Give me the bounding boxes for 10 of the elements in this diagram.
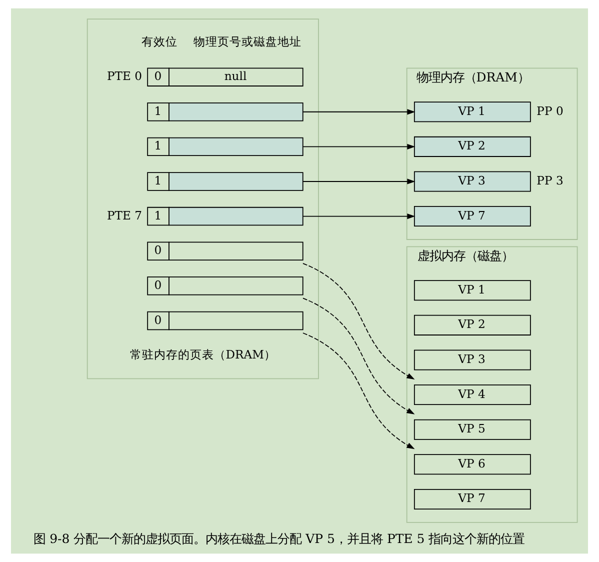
caption: 图 9-8 分配一个新的虚拟页面。内核在磁盘上分配 VP 5，并且将 PTE 5 指向这个新的位置 [34, 531, 525, 546]
node-text: 0 [154, 243, 162, 258]
node-text: 0 [154, 278, 162, 292]
node-text: 0 [154, 312, 162, 327]
node-label: PTE 0 [106, 69, 142, 84]
node-label: PP 0 [536, 104, 564, 118]
node-label: null [224, 69, 247, 84]
node-text: 0 [154, 69, 162, 84]
node-label: PP 3 [536, 174, 564, 188]
node-label: PTE 7 [106, 208, 142, 222]
